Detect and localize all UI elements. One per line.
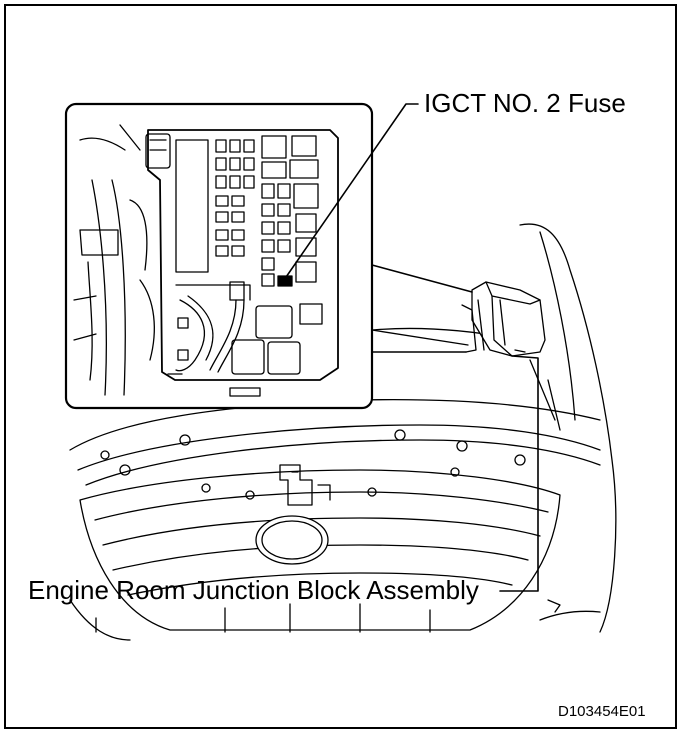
fuse-leader-line: [283, 103, 419, 281]
figure-frame: [4, 4, 677, 729]
inset-detail: [64, 102, 473, 410]
junction-block-on-vehicle: [461, 281, 546, 357]
junction-block-callout-label: Engine Room Junction Block Assembly: [28, 575, 479, 605]
figure-reference-code: D103454E01: [558, 703, 646, 720]
fuse-callout-label: IGCT NO. 2 Fuse: [424, 88, 626, 118]
leader-lines: [283, 103, 539, 592]
vehicle-front: [69, 223, 617, 641]
junction-block-leader-line: [499, 355, 539, 592]
